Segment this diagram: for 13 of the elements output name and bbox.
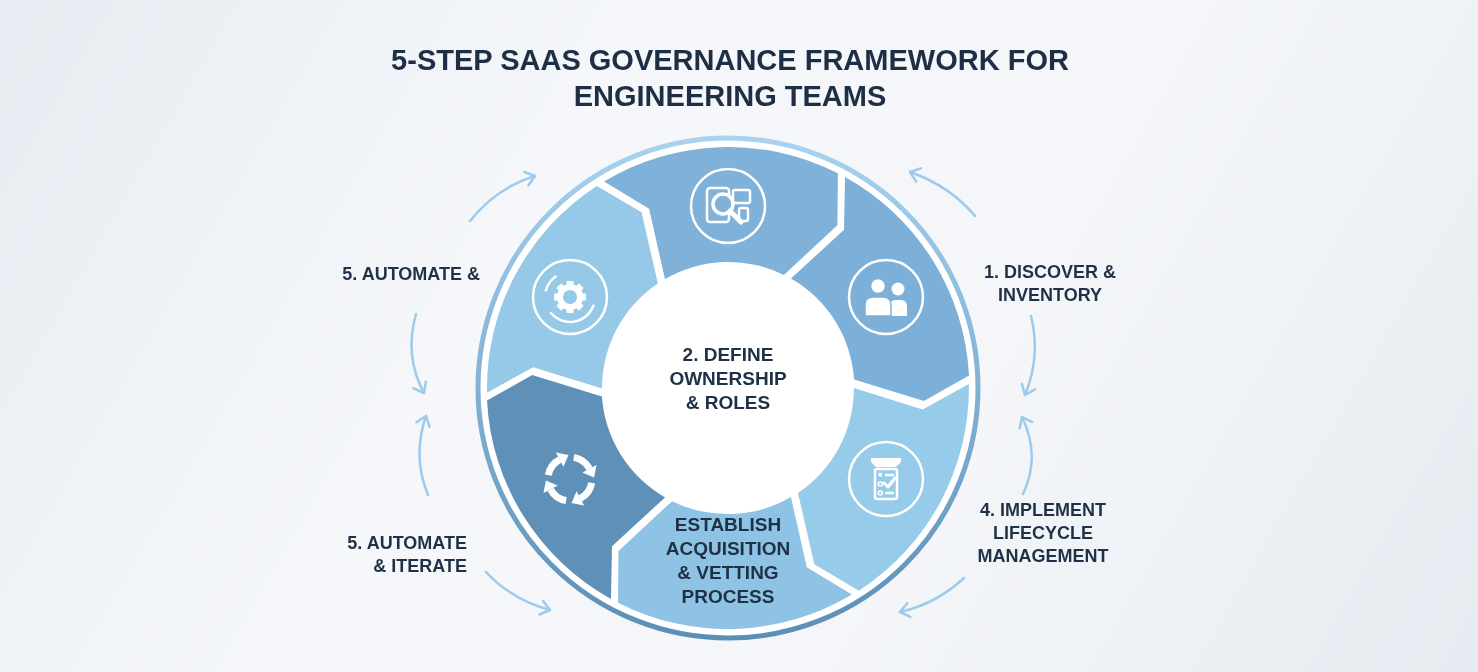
step-label: 5. AUTOMATE & ITERATE: [346, 532, 467, 578]
wheel-segment: [798, 383, 969, 591]
wheel-segment: [487, 374, 666, 599]
step-label: 5. AUTOMATE &: [341, 262, 480, 286]
step-label: 1. DISCOVER & INVENTORY: [983, 261, 1117, 307]
step-title: 2. DEFINE OWNERSHIP & ROLES: [668, 343, 788, 415]
wheel-segment: [603, 147, 838, 280]
wheel-segment: [790, 177, 969, 402]
title: 5-STEP SAAS GOVERNANCE FRAMEWORK FOR ENGINEERING TEAMS: [390, 43, 1070, 114]
step-title: ESTABLISH ACQUISITION & VETTING PROCESS: [665, 513, 791, 609]
wheel-segment: [618, 496, 853, 629]
wheel-segment: [487, 185, 658, 393]
step-label: 4. IMPLEMENT LIFECYCLE MANAGEMENT: [977, 498, 1109, 568]
